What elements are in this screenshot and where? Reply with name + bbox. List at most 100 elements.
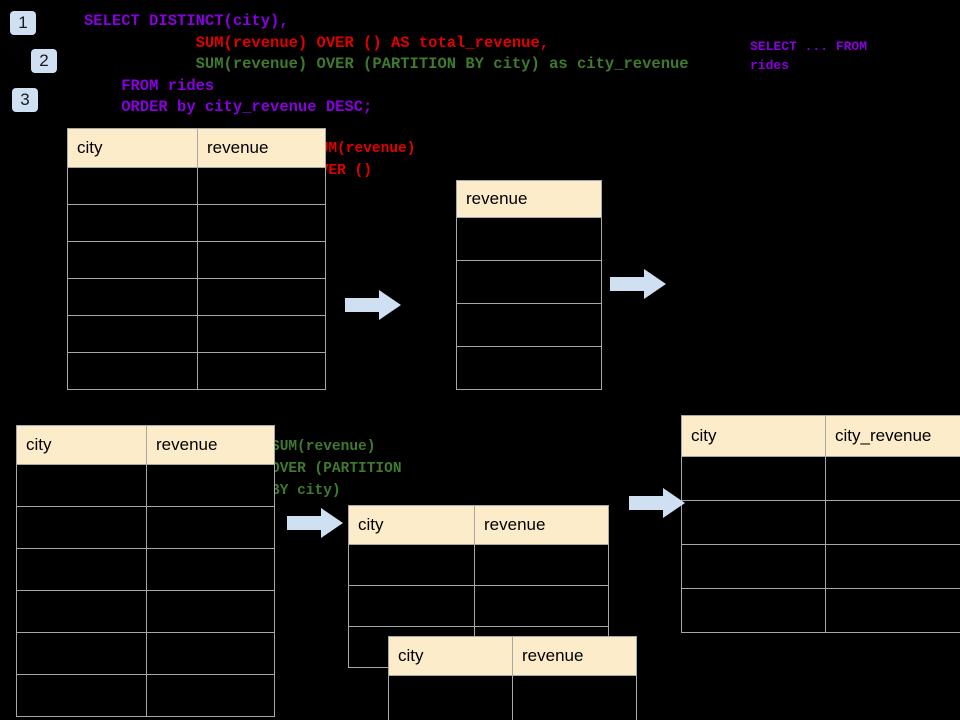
- table-cell: [146, 632, 275, 675]
- table-cell: [146, 548, 275, 591]
- table-cell: [456, 303, 602, 347]
- table-cell: [456, 346, 602, 390]
- column-header-city_revenue: city_revenue: [825, 415, 960, 457]
- step-badge-1: 1: [10, 11, 36, 35]
- table-cell: [197, 204, 326, 242]
- table-cell: [681, 588, 826, 633]
- table-cell: [197, 167, 326, 205]
- table-cell: [825, 456, 960, 501]
- table-row: [348, 544, 609, 586]
- annotation-sum-over-empty: SUM(revenue) OVER (): [311, 141, 416, 179]
- table-cell: [67, 315, 198, 353]
- table-row: [681, 544, 960, 589]
- column-header-revenue: revenue: [474, 505, 609, 545]
- table-row: [16, 674, 275, 717]
- arrow-source-to-partition: [287, 507, 343, 539]
- table-cell: [348, 544, 475, 586]
- table-row: [456, 303, 602, 347]
- table-cell: [16, 590, 147, 633]
- table-cell: [197, 352, 326, 390]
- table-cell: [348, 585, 475, 627]
- table-row: [67, 241, 326, 279]
- column-header-revenue: revenue: [512, 636, 637, 676]
- table-cell: [197, 241, 326, 279]
- table-row: [388, 675, 637, 720]
- table-cell: [67, 241, 198, 279]
- step-badge-2: 2: [31, 49, 57, 73]
- table-row: [67, 204, 326, 242]
- table-cell: [146, 506, 275, 549]
- column-header-revenue: revenue: [197, 128, 326, 168]
- table-cell: [474, 544, 609, 586]
- table-cell: [681, 500, 826, 545]
- table-cell: [197, 315, 326, 353]
- table-cell: [146, 590, 275, 633]
- table-cell: [67, 278, 198, 316]
- sql-line-4: FROM rides: [84, 76, 215, 95]
- table-row: [67, 315, 326, 353]
- column-header-revenue: revenue: [456, 180, 602, 218]
- sql-line-3: SUM(revenue) OVER (PARTITION BY city) as…: [84, 55, 689, 73]
- table-row: [67, 167, 326, 205]
- sql-aside-note: SELECT ... FROM rides: [750, 39, 868, 73]
- table-cell: [197, 278, 326, 316]
- column-header-revenue: revenue: [146, 425, 275, 465]
- table-row: [67, 278, 326, 316]
- table-cell: [16, 674, 147, 717]
- table-cell: [67, 167, 198, 205]
- column-header-city: city: [681, 415, 826, 457]
- table-cell: [825, 544, 960, 589]
- column-header-city: city: [348, 505, 475, 545]
- table-row: [456, 260, 602, 304]
- table-cell: [681, 544, 826, 589]
- arrow-total-to-result: [610, 268, 666, 300]
- table-row: [16, 464, 275, 507]
- table-row: [456, 217, 602, 261]
- total-revenue-table: revenue: [456, 180, 602, 390]
- table-cell: [16, 632, 147, 675]
- table-row: [67, 352, 326, 390]
- sql-line-1: SELECT DISTINCT(city),: [84, 12, 289, 30]
- sql-query-block: SELECT DISTINCT(city), SUM(revenue) OVER…: [84, 11, 689, 119]
- table-cell: [388, 675, 513, 720]
- table-cell: [16, 464, 147, 507]
- table-cell: [456, 217, 602, 261]
- table-cell: [16, 506, 147, 549]
- table-header-row: revenue: [456, 180, 602, 218]
- arrow-partition-to-result: [629, 487, 685, 519]
- table-row: [681, 456, 960, 501]
- sql-line-2: SUM(revenue) OVER () AS total_revenue,: [84, 33, 550, 52]
- table-cell: [681, 456, 826, 501]
- table-cell: [456, 260, 602, 304]
- table-row: [681, 500, 960, 545]
- annotation-sum-over-partition: SUM(revenue) OVER (PARTITION BY city): [271, 439, 402, 499]
- table-cell: [67, 204, 198, 242]
- table-row: [456, 346, 602, 390]
- table-cell: [67, 352, 198, 390]
- column-header-city: city: [67, 128, 198, 168]
- table-row: [681, 588, 960, 633]
- table-row: [16, 548, 275, 591]
- table-cell: [825, 588, 960, 633]
- table-row: [348, 585, 609, 627]
- table-row: [16, 590, 275, 633]
- column-header-city: city: [16, 425, 147, 465]
- step-badge-3: 3: [12, 88, 38, 112]
- sql-line-5: ORDER by city_revenue DESC;: [84, 98, 373, 116]
- table-cell: [16, 548, 147, 591]
- table-cell: [146, 674, 275, 717]
- table-row: [16, 632, 275, 675]
- table-row: [16, 506, 275, 549]
- arrow-source-to-total: [345, 289, 401, 321]
- table-cell: [146, 464, 275, 507]
